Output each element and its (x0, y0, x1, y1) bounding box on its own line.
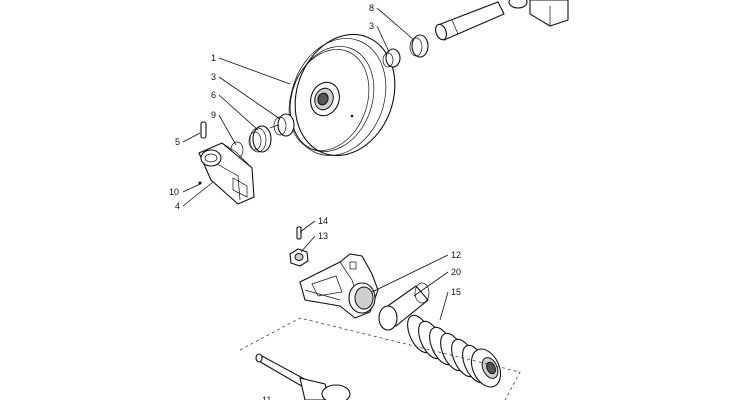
callout-10: 10 (169, 187, 179, 197)
callout-5: 5 (175, 137, 180, 147)
callout-13: 13 (318, 231, 328, 241)
seal-group-right[interactable] (409, 34, 429, 58)
idler-wheel[interactable] (274, 20, 411, 169)
callout-6: 6 (211, 90, 216, 100)
callout-11: 11 (262, 395, 271, 400)
leader-lines (182, 7, 449, 321)
bushing-left[interactable] (269, 113, 295, 137)
shaft-upper[interactable] (434, 1, 505, 41)
bushing-right[interactable] (382, 48, 401, 68)
callout-15: 15 (451, 287, 461, 297)
callout-8: 8 (369, 3, 374, 13)
callout-labels: 1 3 6 9 5 10 4 8 3 14 13 12 20 15 11 (169, 3, 461, 400)
callout-20: 20 (451, 267, 461, 277)
callout-3-right: 3 (369, 21, 374, 31)
bracket-left[interactable] (198, 142, 255, 205)
yoke[interactable] (299, 253, 379, 319)
callout-14: 14 (318, 216, 328, 226)
pin[interactable] (200, 121, 207, 139)
callout-12: 12 (451, 250, 461, 260)
roll-pin[interactable] (296, 226, 302, 240)
seal-group-left[interactable] (248, 125, 272, 153)
callout-1: 1 (211, 53, 216, 63)
bracket-upper-right[interactable] (508, 0, 569, 27)
callout-9: 9 (211, 110, 216, 120)
recoil-spring[interactable] (402, 312, 506, 392)
sleeve[interactable] (378, 282, 430, 331)
callout-3-left: 3 (211, 72, 216, 82)
callout-4: 4 (175, 201, 180, 211)
assembly-outline (239, 317, 521, 400)
nut[interactable] (289, 248, 309, 267)
tension-rod[interactable] (255, 353, 351, 400)
